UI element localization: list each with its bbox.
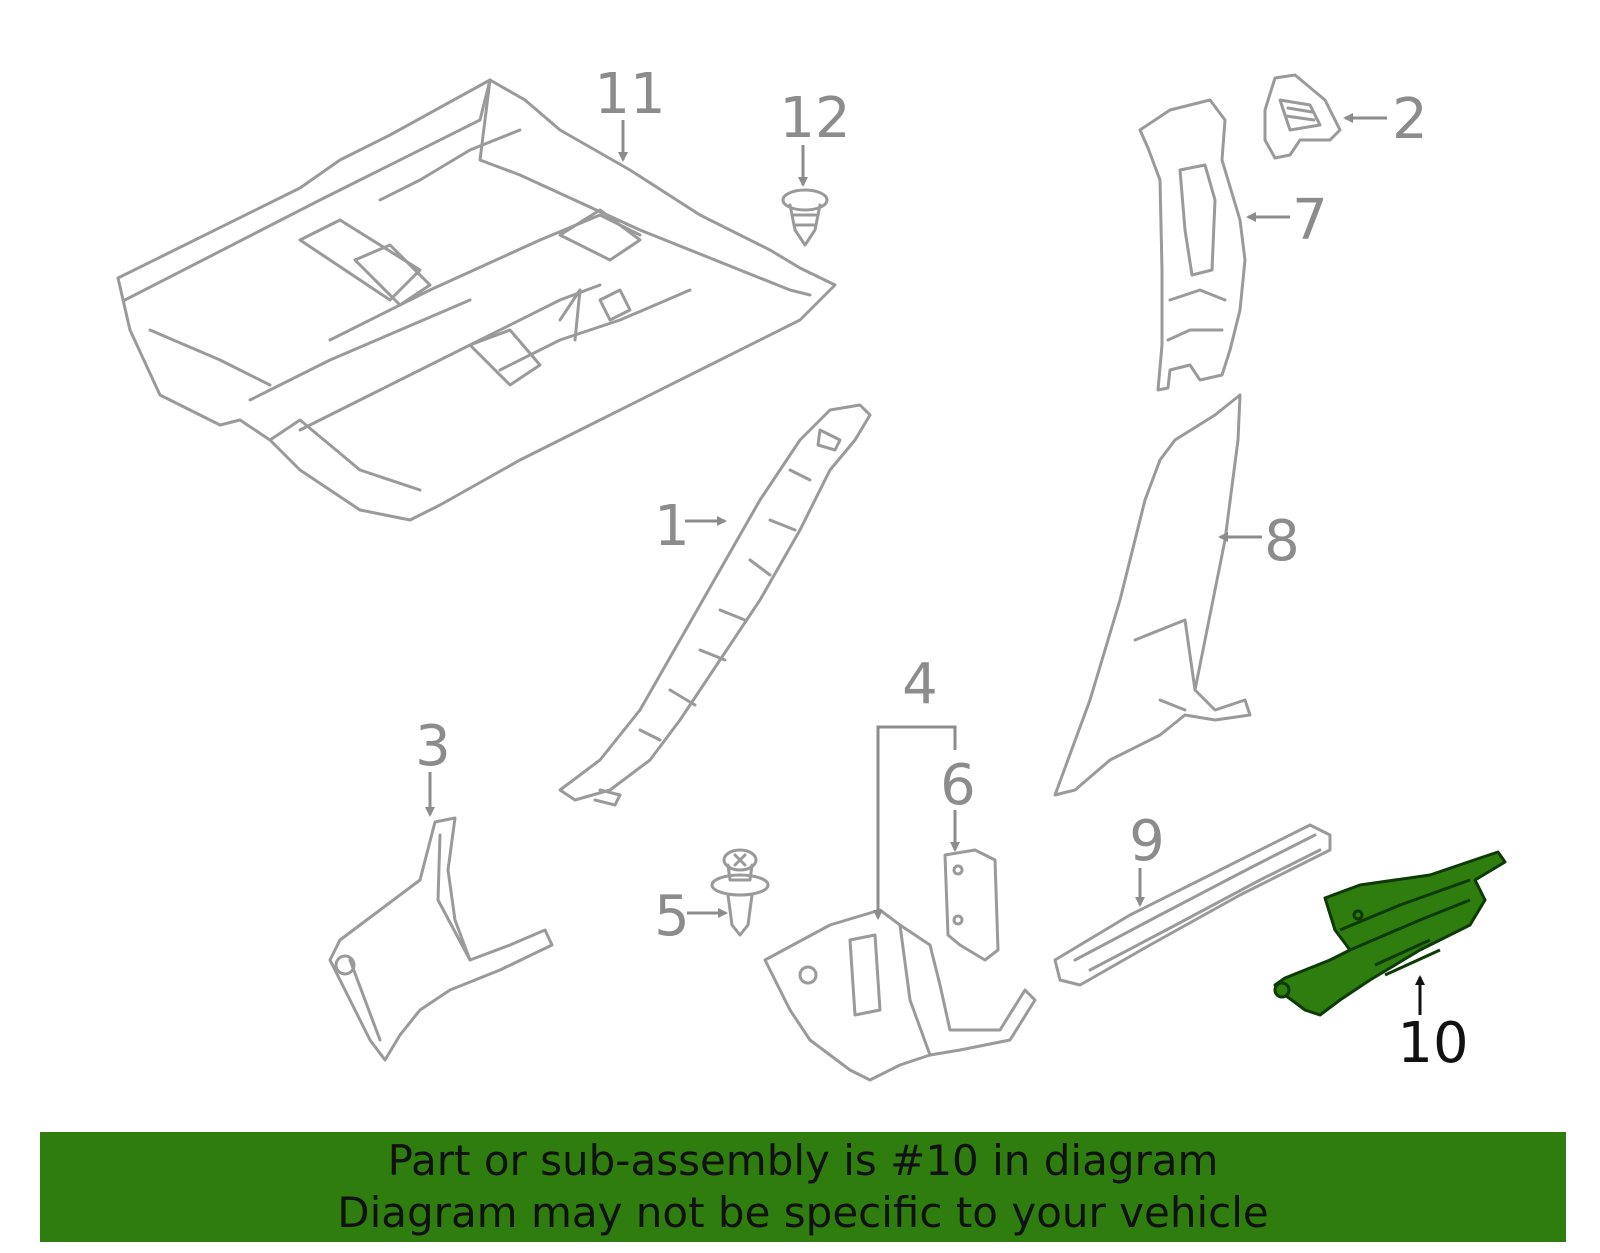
- part-12-push-clip: [781, 188, 829, 247]
- part-11-floor-carpet: [116, 78, 837, 522]
- part-5-screw: [710, 848, 770, 937]
- callout-5-label: 5: [654, 884, 690, 949]
- part-7-upper-pillar-trim: [1138, 98, 1247, 392]
- part-3-kick-panel: [328, 816, 554, 1062]
- callout-11-label: 11: [594, 62, 665, 127]
- part-4-scuff-panel: [763, 908, 1037, 1082]
- part-10-highlighted-sill-trim: [1273, 850, 1507, 1017]
- part-1-a-pillar-trim: [558, 403, 872, 807]
- callout-6-label: 6: [940, 753, 976, 818]
- part-9-sill-plate: [1053, 823, 1332, 987]
- callout-4-bracket: [876, 725, 957, 918]
- info-banner: Part or sub-assembly is #10 in diagram D…: [40, 1132, 1566, 1242]
- part-6-bracket: [943, 848, 1000, 962]
- callout-8-label: 8: [1264, 509, 1300, 574]
- banner-line-1: Part or sub-assembly is #10 in diagram: [387, 1136, 1219, 1185]
- callout-10-label: 10: [1397, 1011, 1468, 1076]
- callout-7-label: 7: [1292, 188, 1328, 253]
- part-2-clip: [1263, 73, 1342, 160]
- callout-1-label: 1: [654, 494, 690, 559]
- callout-2-label: 2: [1392, 87, 1428, 152]
- callout-9-label: 9: [1129, 809, 1165, 874]
- part-8-lower-pillar-trim: [1053, 393, 1252, 797]
- callout-3-label: 3: [415, 714, 451, 779]
- callout-12-label: 12: [779, 86, 850, 151]
- callout-4-label: 4: [902, 652, 938, 717]
- banner-line-2: Diagram may not be specific to your vehi…: [337, 1188, 1269, 1237]
